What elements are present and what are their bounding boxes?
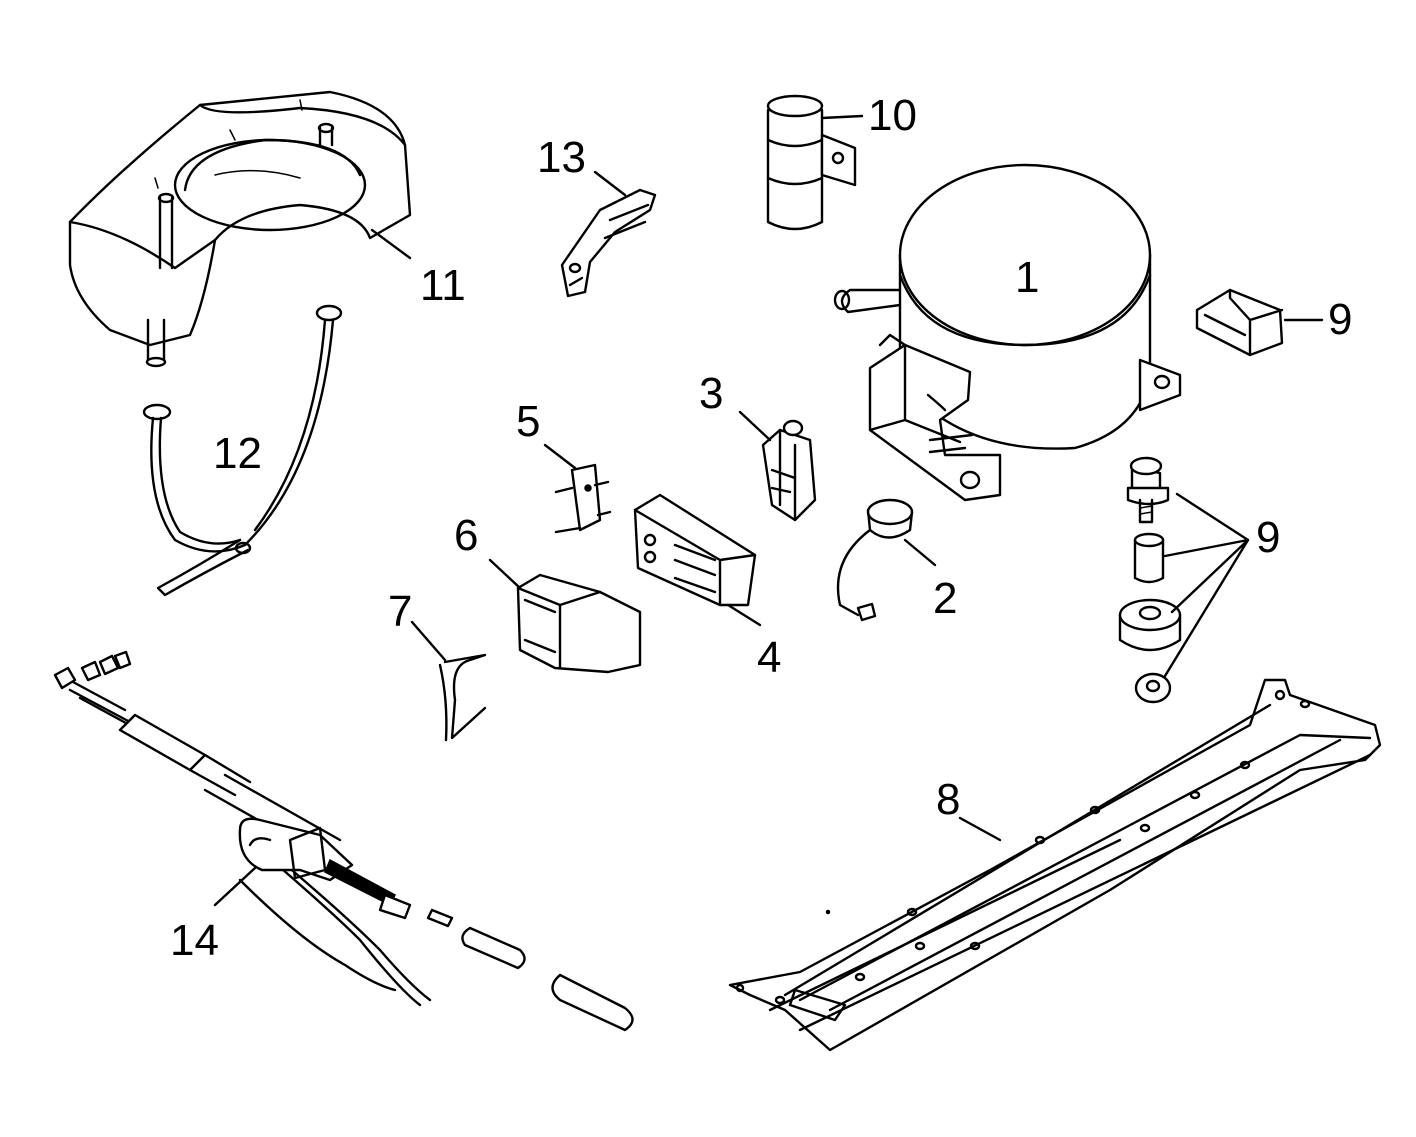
- callout-3: 3: [699, 369, 723, 418]
- callout-labels: 1 2 3 4 5 6 7 8 9 9 10 11 12 13 14: [170, 91, 1352, 965]
- part-4-relay: [633, 493, 757, 607]
- part-8-base-rail: [728, 678, 1382, 1052]
- part-9-grommet-set: [1118, 456, 1182, 704]
- callout-1: 1: [1015, 253, 1039, 302]
- callout-14: 14: [170, 916, 219, 965]
- part-2-overload: [836, 498, 914, 622]
- part-6-relay-cover: [516, 573, 642, 674]
- part-3-switch: [761, 419, 817, 522]
- callout-8: 8: [936, 775, 960, 824]
- callout-7: 7: [388, 587, 412, 636]
- callout-4: 4: [757, 633, 781, 682]
- part-7-spring-clip: [438, 653, 487, 742]
- callout-12: 12: [213, 429, 262, 478]
- part-13-clip: [560, 188, 657, 298]
- part-9-overload-cover: [1195, 288, 1284, 357]
- callout-5: 5: [516, 397, 540, 446]
- callout-10: 10: [868, 91, 917, 140]
- part-10-capacitor: [766, 94, 857, 231]
- callout-9-upper: 9: [1328, 295, 1352, 344]
- part-12-drain-tube: [142, 304, 343, 597]
- callout-2: 2: [933, 574, 957, 623]
- callout-6: 6: [454, 511, 478, 560]
- callout-13: 13: [537, 133, 586, 182]
- part-1-compressor: [833, 163, 1182, 502]
- part-14-wiring-harness: [53, 650, 634, 1032]
- part-5-connector: [554, 463, 612, 534]
- leader-lines: [213, 114, 1324, 907]
- part-11-drain-tray: [68, 90, 412, 368]
- callout-9-lower: 9: [1256, 513, 1280, 562]
- callout-11: 11: [420, 261, 466, 310]
